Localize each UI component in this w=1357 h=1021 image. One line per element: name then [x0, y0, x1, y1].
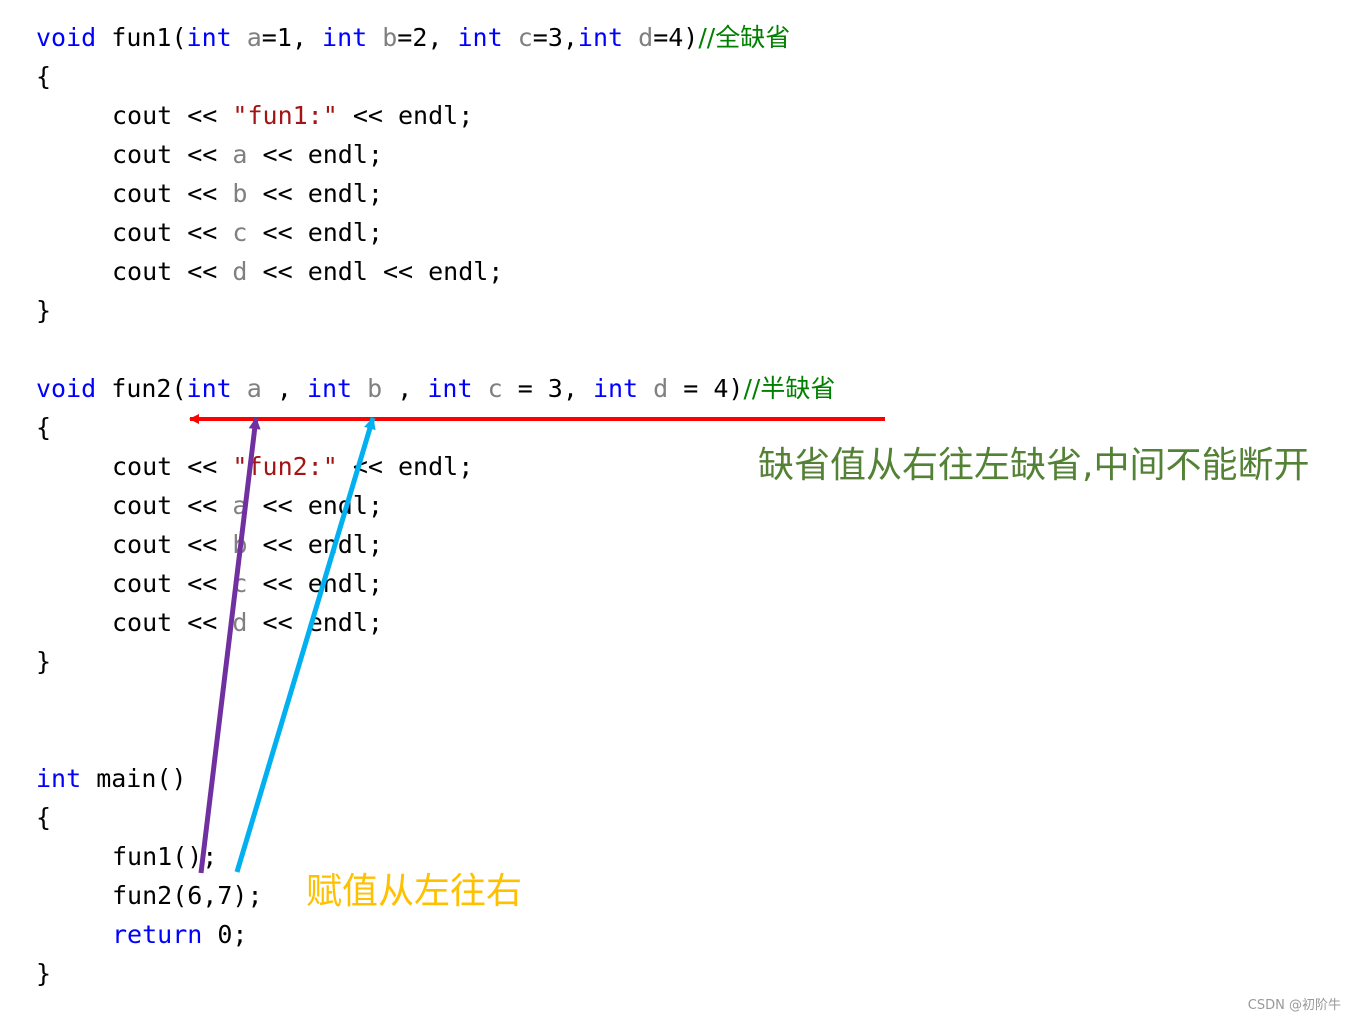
close-brace: } [36, 959, 52, 988]
keyword-int: int [457, 23, 503, 52]
param-c-default: = 3, [502, 374, 593, 403]
keyword-int: int [322, 23, 368, 52]
variable-d: d [232, 608, 248, 637]
code-listing: void fun1(int a=1, int b=2, int c=3,int … [36, 18, 835, 993]
keyword-void: void [36, 374, 97, 403]
variable-b: b [232, 179, 248, 208]
param-b-default: =2, [397, 23, 458, 52]
assign-rule-note: 赋值从左往右 [306, 871, 523, 912]
watermark: CSDN @初阶牛 [1247, 998, 1341, 1013]
keyword-int: int [577, 23, 624, 52]
keyword-return: return [112, 920, 203, 949]
keyword-int: int [427, 374, 473, 403]
code-line: cout << d << endl << endl; [112, 257, 504, 286]
param-b: b [352, 374, 398, 403]
param-d: d [638, 374, 669, 403]
param-d-default: = 4) [668, 374, 744, 403]
param-c: c [472, 374, 503, 403]
keyword-int: int [186, 374, 232, 403]
keyword-int: int [36, 764, 82, 793]
code-line: cout << c << endl; [112, 569, 383, 598]
code-line: cout << c << endl; [112, 218, 383, 247]
string-literal: "fun1:" [232, 101, 338, 130]
param-a: a [231, 23, 262, 52]
blue-arrow [234, 417, 376, 873]
code-line: cout << "fun2:" << endl; [112, 452, 474, 481]
fun2-signature: void fun2(int a , int b , int c = 3, int… [36, 374, 836, 403]
return-statement: return 0; [112, 920, 248, 949]
open-brace: { [36, 413, 52, 442]
function-name: fun2( [96, 374, 187, 403]
keyword-int: int [306, 374, 353, 403]
purple-arrow [198, 417, 261, 874]
code-line: cout << b << endl; [112, 179, 383, 208]
param-c-default: =3, [532, 23, 578, 52]
param-b: b [367, 23, 398, 52]
default-rule-note: 缺省值从右往左缺省,中间不能断开 [758, 445, 1310, 486]
open-brace: { [36, 62, 52, 91]
code-line: cout << a << endl; [112, 140, 383, 169]
param-c: c [502, 23, 533, 52]
open-brace: { [36, 803, 52, 832]
call-fun2: fun2(6,7); [112, 881, 263, 910]
keyword-int: int [186, 23, 232, 52]
param-a: a [231, 374, 277, 403]
keyword-void: void [36, 23, 97, 52]
fun1-signature: void fun1(int a=1, int b=2, int c=3,int … [36, 18, 835, 57]
code-line: cout << "fun1:" << endl; [112, 101, 474, 130]
function-name: main() [81, 764, 187, 793]
close-brace: } [36, 647, 52, 676]
variable-d: d [232, 257, 248, 286]
code-line: cout << d << endl; [112, 608, 383, 637]
code-comment: //全缺省 [698, 23, 791, 52]
keyword-int: int [592, 374, 639, 403]
param-d: d [623, 23, 654, 52]
code-comment: //半缺省 [743, 374, 836, 403]
variable-c: c [232, 218, 248, 247]
code-line: cout << b << endl; [112, 530, 383, 559]
main-signature: int main() [36, 759, 835, 798]
variable-a: a [232, 140, 248, 169]
param-a-default: =1, [261, 23, 323, 52]
param-d-default: =4) [653, 23, 699, 52]
code-line: cout << a << endl; [112, 491, 383, 520]
close-brace: } [36, 296, 52, 325]
function-name: fun1( [96, 23, 187, 52]
